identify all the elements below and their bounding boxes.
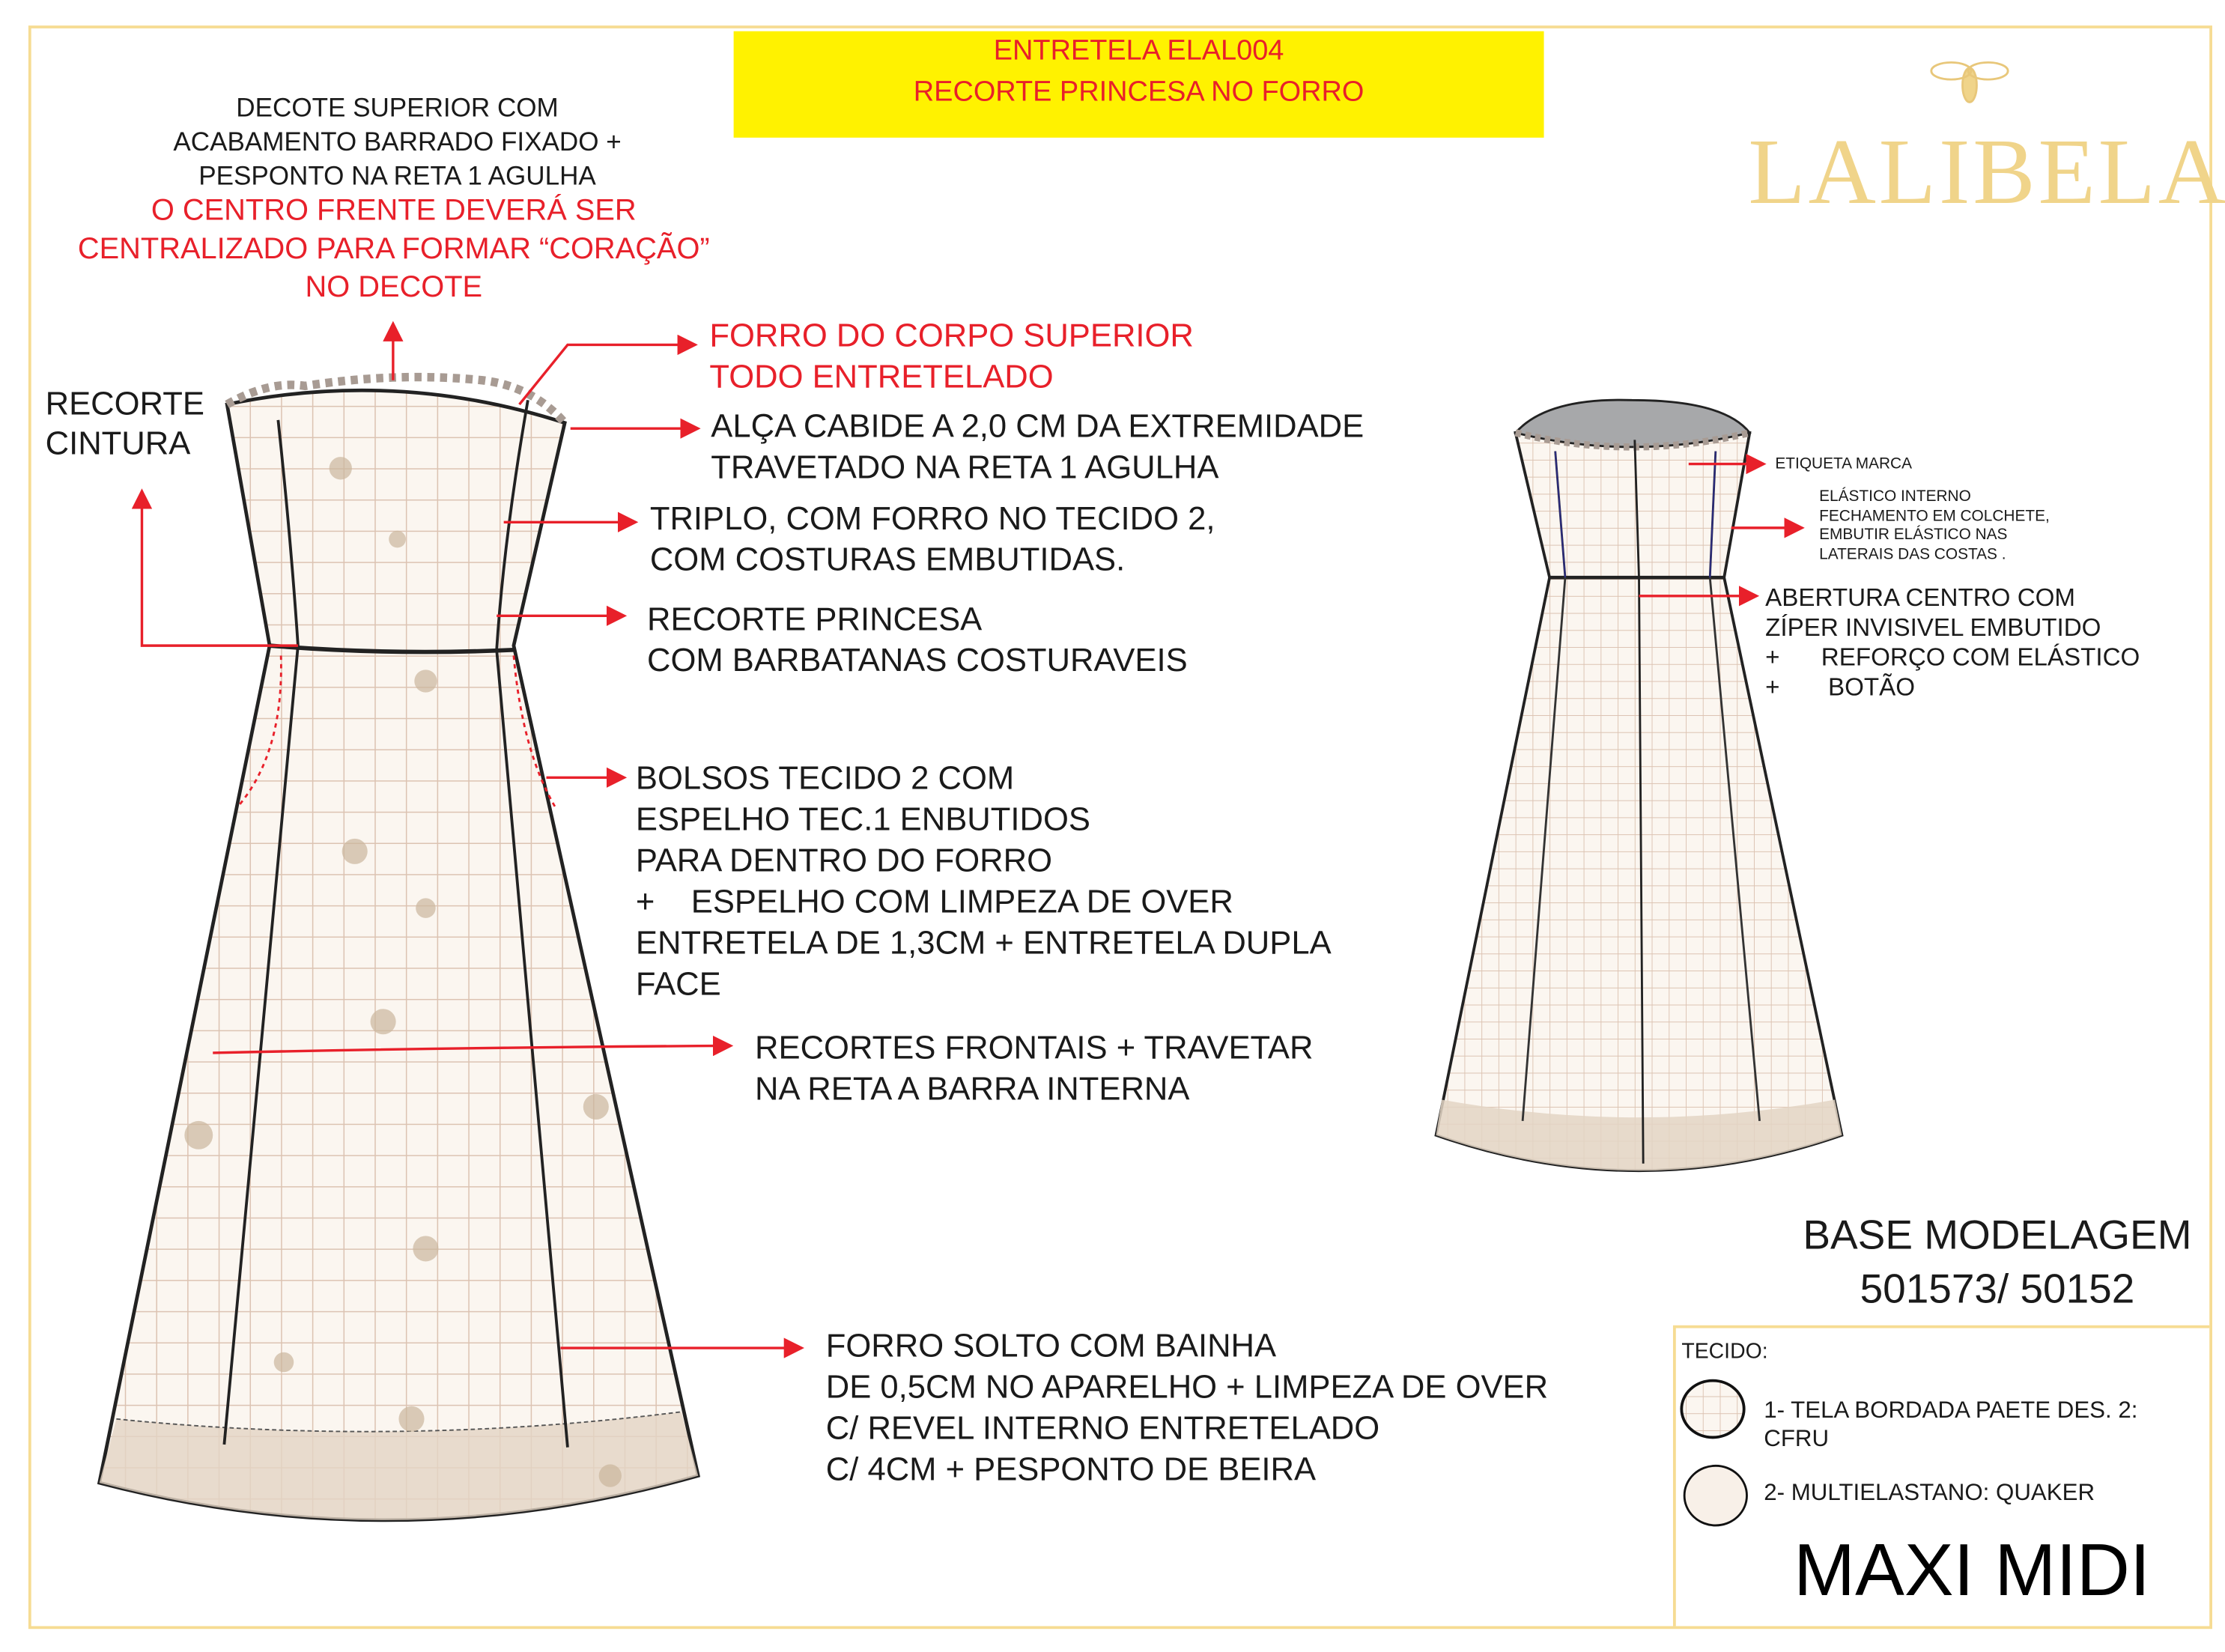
divider xyxy=(1672,1326,1676,1627)
back-dress-drawing xyxy=(1434,398,1844,1173)
note-line: CINTURA xyxy=(45,424,191,461)
header-highlight: ENTRETELA ELAL004 RECORTE PRINCESA NO FO… xyxy=(733,31,1544,138)
note-line: ENTRETELA DE 1,3CM + ENTRETELA DUPLA xyxy=(635,923,1332,961)
base-codes: 501573/ 50152 xyxy=(1860,1267,2135,1313)
fabric-item-2: 2- MULTIELASTANO: QUAKER xyxy=(1764,1480,2095,1506)
note-line: TRAVETADO NA RETA 1 AGULHA xyxy=(711,448,1219,486)
note-princess: RECORTE PRINCESA COM BARBATANAS COSTURAV… xyxy=(647,599,1188,681)
annotation-arrows xyxy=(131,321,1805,1358)
note-line: CENTRALIZADO PARA FORMAR “CORAÇÃO” xyxy=(77,232,710,266)
note-line: + ESPELHO COM LIMPEZA DE OVER xyxy=(635,882,1233,920)
note-strap: ALÇA CABIDE A 2,0 CM DA EXTREMIDADE TRAV… xyxy=(711,406,1364,488)
note-line: EMBUTIR ELÁSTICO NAS xyxy=(1819,526,2008,544)
note-line: COM COSTURAS EMBUTIDAS. xyxy=(649,540,1126,578)
note-line: ABERTURA CENTRO COM xyxy=(1765,583,2076,612)
note-line: C/ REVEL INTERNO ENTRETELADO xyxy=(825,1409,1380,1446)
model-name: MAXI MIDI xyxy=(1794,1529,2151,1612)
fabric-item-1: 1- TELA BORDADA PAETE DES. 2: CFRU xyxy=(1764,1396,2137,1453)
fabric-label: TECIDO: xyxy=(1681,1339,1768,1364)
fabric-name: CFRU xyxy=(1764,1426,1830,1452)
base-modelagem: BASE MODELAGEM 501573/ 50152 xyxy=(1788,1209,2206,1317)
header-line: ENTRETELA ELAL004 xyxy=(993,35,1284,67)
brand-logo: LALIBELA xyxy=(1748,121,2225,225)
fabric-name: 1- TELA BORDADA PAETE DES. 2: xyxy=(1764,1397,2138,1424)
note-line: ACABAMENTO BARRADO FIXADO + xyxy=(173,126,622,157)
note-line: PARA DENTRO DO FORRO xyxy=(635,841,1052,878)
note-line: FECHAMENTO EM COLCHETE, xyxy=(1819,507,2050,525)
base-title: BASE MODELAGEM xyxy=(1803,1213,2192,1259)
page-frame xyxy=(28,25,2212,1630)
note-line: ALÇA CABIDE A 2,0 CM DA EXTREMIDADE xyxy=(711,407,1365,445)
note-line: C/ 4CM + PESPONTO DE BEIRA xyxy=(825,1450,1317,1487)
fabric-swatch-1 xyxy=(1680,1379,1746,1439)
note-line: NO DECOTE xyxy=(305,270,483,304)
fabric-swatch-2 xyxy=(1683,1464,1748,1527)
note-line: LATERAIS DAS COSTAS . xyxy=(1819,545,2006,563)
note-line: FORRO SOLTO COM BAINHA xyxy=(825,1326,1277,1364)
divider xyxy=(1672,1325,2210,1328)
bee-icon xyxy=(1930,61,2009,103)
note-line: BOLSOS TECIDO 2 COM xyxy=(635,759,1015,796)
note-line: ZÍPER INVISIVEL EMBUTIDO xyxy=(1765,613,2101,642)
note-waist: RECORTE CINTURA xyxy=(46,383,204,463)
note-line: NA RETA A BARRA INTERNA xyxy=(755,1069,1190,1107)
note-line: PESPONTO NA RETA 1 AGULHA xyxy=(198,160,596,190)
note-hem: FORRO SOLTO COM BAINHA DE 0,5CM NO APARE… xyxy=(826,1325,1548,1490)
note-line: RECORTE PRINCESA xyxy=(647,600,983,637)
note-neckline-center: O CENTRO FRENTE DEVERÁ SER CENTRALIZADO … xyxy=(28,192,759,306)
note-line: COM BARBATANAS COSTURAVEIS xyxy=(647,641,1188,678)
header-line: RECORTE PRINCESA NO FORRO xyxy=(913,76,1365,109)
note-line: RECORTE xyxy=(45,384,204,422)
note-line: RECORTES FRONTAIS + TRAVETAR xyxy=(755,1028,1314,1066)
note-line: ESPELHO TEC.1 ENBUTIDOS xyxy=(635,800,1090,837)
note-lining: FORRO DO CORPO SUPERIOR TODO ENTRETELADO xyxy=(709,315,1194,398)
note-line: DECOTE SUPERIOR COM xyxy=(236,92,559,122)
note-line: ELÁSTICO INTERNO xyxy=(1819,488,1971,505)
note-line: TODO ENTRETELADO xyxy=(709,357,1054,395)
note-zipper: ABERTURA CENTRO COM ZÍPER INVISIVEL EMBU… xyxy=(1765,583,2140,702)
note-front-seams: RECORTES FRONTAIS + TRAVETAR NA RETA A B… xyxy=(755,1027,1313,1110)
note-line: DE 0,5CM NO APARELHO + LIMPEZA DE OVER xyxy=(825,1367,1549,1405)
note-neckline: DECOTE SUPERIOR COM ACABAMENTO BARRADO F… xyxy=(85,91,710,192)
note-pockets: BOLSOS TECIDO 2 COM ESPELHO TEC.1 ENBUTI… xyxy=(636,758,1332,1005)
note-label: ETIQUETA MARCA xyxy=(1775,455,1913,473)
note-line: + REFORÇO COM ELÁSTICO xyxy=(1765,643,2140,672)
note-elastic: ELÁSTICO INTERNO FECHAMENTO EM COLCHETE,… xyxy=(1819,488,2050,565)
note-triple: TRIPLO, COM FORRO NO TECIDO 2, COM COSTU… xyxy=(650,498,1215,580)
front-dress-drawing xyxy=(97,372,701,1522)
note-line: O CENTRO FRENTE DEVERÁ SER xyxy=(151,194,637,228)
note-line: FORRO DO CORPO SUPERIOR xyxy=(709,316,1194,353)
note-line: TRIPLO, COM FORRO NO TECIDO 2, xyxy=(649,499,1215,537)
note-line: FACE xyxy=(635,965,721,1002)
note-line: + BOTÃO xyxy=(1765,672,1916,702)
